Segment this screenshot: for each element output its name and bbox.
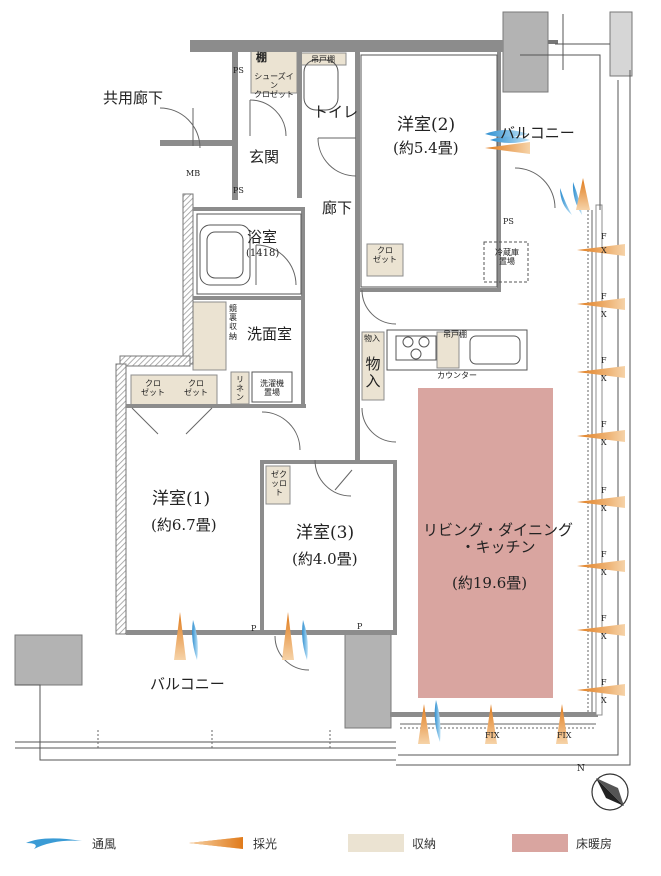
window-f-marker: F	[601, 550, 607, 559]
storage-label: 物入	[365, 355, 381, 391]
legend-item-wind: 通風	[24, 828, 116, 858]
legend-label: 通風	[92, 836, 117, 851]
floor-heating-swatch	[512, 834, 568, 852]
ps-label-1: PS	[233, 66, 244, 75]
legend-item-floor-heating: 床暖房	[512, 828, 612, 858]
storage-label-small: 物入	[364, 334, 380, 343]
western-room-1-label: 洋室(1)	[152, 489, 211, 509]
ps-label-2: PS	[233, 186, 244, 195]
mirror-storage-label: 鏡 裏 収 納	[229, 304, 237, 341]
legend-label: 収納	[412, 836, 437, 851]
fix-label-1: FIX	[485, 731, 500, 740]
structural-blocks	[14, 11, 549, 729]
closet-label-1b: クロ ゼット	[184, 379, 208, 398]
counter-label: カウンター	[437, 371, 477, 380]
legend-item-light: 採光	[185, 828, 277, 858]
hanging-shelf-kitchen-label: 吊戸棚	[443, 330, 467, 339]
fix-label-2: FIX	[557, 731, 572, 740]
legend-label: 床暖房	[576, 836, 613, 851]
common-corridor-label: 共用廊下	[103, 89, 164, 107]
light-marks	[174, 142, 625, 744]
shoes-in-closet-label: シューズイン クロゼット	[254, 72, 294, 100]
legend: 通風 採光 収納 床暖房	[0, 828, 661, 858]
walls	[115, 11, 633, 717]
western-room-2-size: (約5.4畳)	[393, 139, 459, 157]
bath-size-label: (1418)	[246, 248, 280, 259]
window-x-marker: X	[601, 374, 607, 383]
closet-label-1a: クロ ゼット	[141, 379, 165, 398]
western-room-3-label: 洋室(3)	[296, 523, 355, 543]
legend-label: 採光	[253, 836, 278, 851]
washer-space-label: 洗濯機 置場	[260, 379, 284, 398]
window-f-marker: F	[601, 292, 607, 301]
p-label-1: P	[251, 624, 257, 633]
storage-swatch	[348, 834, 404, 852]
compass-north-label: N	[577, 764, 585, 774]
window-f-marker: F	[601, 486, 607, 495]
mb-label: MB	[186, 169, 201, 178]
western-room-3-size: (約4.0畳)	[292, 550, 358, 568]
p-label-2: P	[357, 622, 363, 631]
window-x-marker: X	[601, 696, 607, 705]
closet-label-3: ゼクッロト	[271, 470, 287, 498]
legend-item-storage: 収納	[348, 828, 436, 858]
window-x-marker: X	[601, 568, 607, 577]
corridor-label: 廊下	[322, 199, 353, 217]
fridge-space-label: 冷蔵庫 置場	[495, 248, 519, 267]
window-f-marker: F	[601, 614, 607, 623]
toilet-label: トイレ	[313, 103, 359, 121]
window-f-marker: F	[601, 678, 607, 687]
balcony-label-east: バルコニー	[500, 124, 575, 142]
window-x-marker: X	[601, 632, 607, 641]
light-icon	[189, 837, 243, 849]
window-f-marker: F	[601, 232, 607, 241]
door-swings	[131, 99, 556, 671]
entrance-label: 玄関	[249, 148, 280, 166]
window-f-marker: F	[601, 420, 607, 429]
ps-label-3: PS	[503, 217, 514, 226]
washroom-label: 洗面室	[247, 325, 293, 343]
window-x-marker: X	[601, 504, 607, 513]
western-room-1-size: (約6.7畳)	[151, 516, 217, 534]
stove-icon	[402, 336, 430, 360]
window-x-marker: X	[601, 246, 607, 255]
shelf-label: 棚	[256, 51, 267, 64]
window-x-marker: X	[601, 438, 607, 447]
linen-label: リ ネ ン	[236, 375, 244, 403]
compass-icon	[591, 773, 629, 811]
closet-label-2: クロ ゼット	[373, 246, 397, 265]
storage-areas	[130, 48, 460, 505]
window-f-marker: F	[601, 356, 607, 365]
wind-icon	[26, 838, 82, 849]
bath-label: 浴室	[247, 228, 278, 246]
ldk-label: リビング・ダイニング ・キッチン	[422, 521, 573, 557]
floor-heating-zone	[418, 388, 553, 698]
window-x-marker: X	[601, 310, 607, 319]
ldk-size: (約19.6畳)	[452, 574, 528, 592]
balcony-label-south: バルコニー	[150, 675, 225, 693]
hanging-shelf-label: 吊戸棚	[311, 55, 335, 64]
western-room-2-label: 洋室(2)	[397, 115, 456, 135]
